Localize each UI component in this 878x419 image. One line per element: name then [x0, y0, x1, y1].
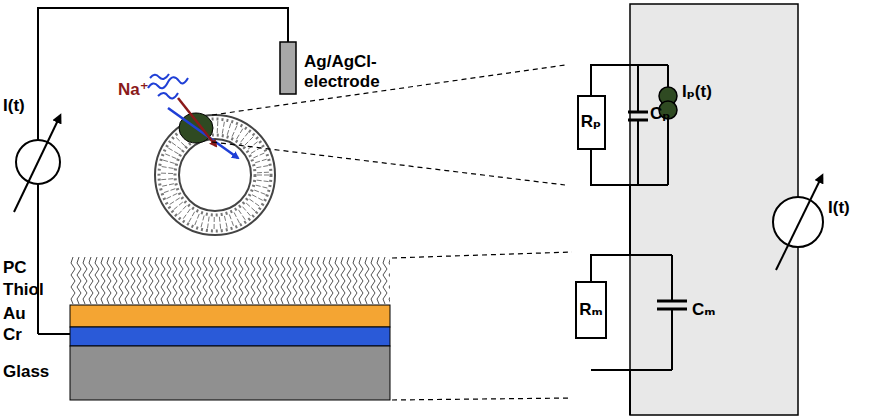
text-label: I(t)	[828, 198, 850, 218]
ammeter-symbol	[773, 197, 823, 247]
leader-lines	[212, 65, 572, 400]
substrate	[148, 74, 188, 98]
node-text: Ag/AgCl- electrode	[304, 52, 414, 93]
chromium-layer	[70, 327, 390, 346]
vesicle-heads	[159, 119, 271, 231]
text-label: Thiol	[3, 280, 44, 300]
text-label: Cₘ	[692, 300, 716, 320]
text-label: Cₚ	[650, 104, 670, 124]
wire	[38, 333, 72, 335]
electrode-label: Ag/AgCl- electrode	[304, 52, 414, 93]
text-label: PC	[3, 258, 27, 278]
circuit-wire	[591, 150, 630, 282]
text-label: Au	[3, 304, 26, 324]
vesicle-lumen	[179, 139, 251, 211]
ammeter-arrow	[14, 116, 60, 212]
ammeter-arrow	[776, 176, 822, 270]
electrode-body	[280, 42, 296, 94]
text-label: I(t)	[3, 96, 25, 116]
resistor-symbol: Rₚ	[577, 95, 606, 150]
vesicle	[155, 115, 275, 235]
glass-layer	[70, 346, 390, 400]
vesicle-tails	[161, 121, 269, 229]
node-text: Rₚ	[581, 112, 601, 132]
substrate-arrow	[168, 108, 238, 158]
text-label: Cr	[3, 325, 22, 345]
resistor-symbol: Rₘ	[575, 281, 607, 339]
ion-label: Na⁺	[118, 80, 149, 100]
capacitor-symbol	[657, 301, 687, 309]
lipid-layer	[70, 255, 390, 305]
text-label: Glass	[3, 362, 49, 382]
text-label: Iₚ(t)	[682, 82, 712, 102]
gold-layer	[70, 305, 390, 327]
node-text: Rₘ	[579, 300, 603, 320]
vesicle-heads	[175, 135, 255, 215]
capacitor-symbol	[628, 112, 648, 120]
ion-arrow	[178, 98, 216, 146]
